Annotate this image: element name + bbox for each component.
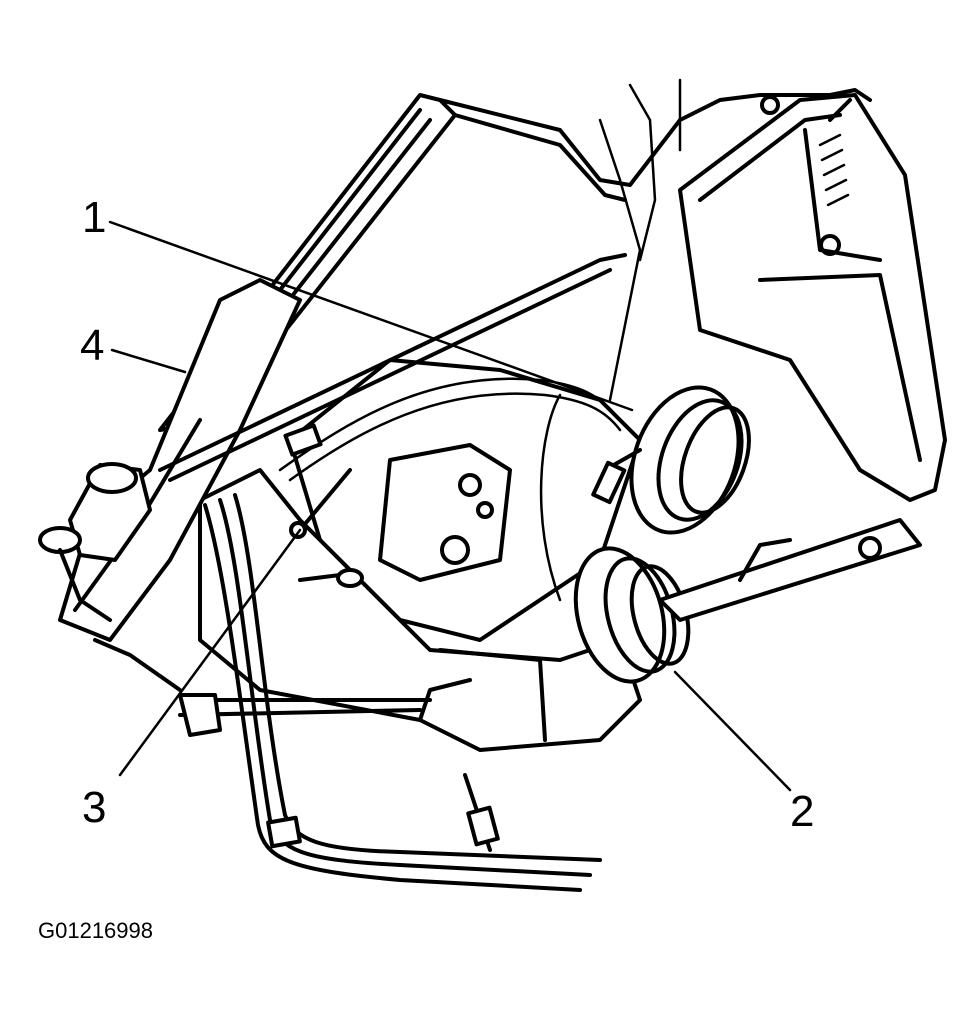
callout-4: 4: [80, 321, 104, 370]
leader-line-1: [108, 220, 634, 412]
callout-2: 2: [790, 787, 814, 836]
callout-1: 1: [82, 193, 106, 242]
vacuum-actuator-upper: [591, 385, 751, 535]
figure-code: G01216998: [38, 918, 153, 943]
leader-line-2: [673, 670, 792, 792]
leader-line-4: [110, 348, 187, 374]
callout-3: 3: [82, 783, 106, 832]
wiring-harness: [203, 78, 682, 892]
leader-line-3: [118, 528, 302, 777]
vacuum-actuator-lower: [573, 518, 922, 684]
hvac-housing: [38, 88, 947, 752]
actuator-motor: [289, 443, 512, 588]
leader-lines: [108, 220, 792, 792]
